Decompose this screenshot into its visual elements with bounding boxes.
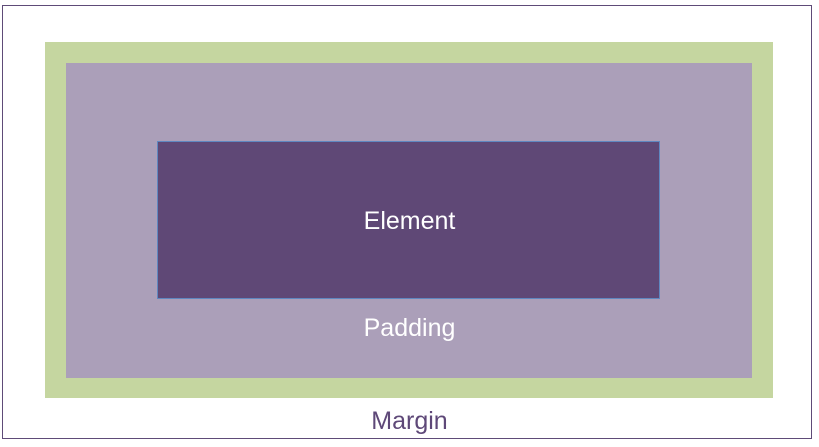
padding-label: Padding	[363, 314, 456, 342]
element-area	[157, 141, 660, 299]
element-label: Element	[363, 207, 456, 235]
margin-label: Margin	[371, 407, 448, 435]
